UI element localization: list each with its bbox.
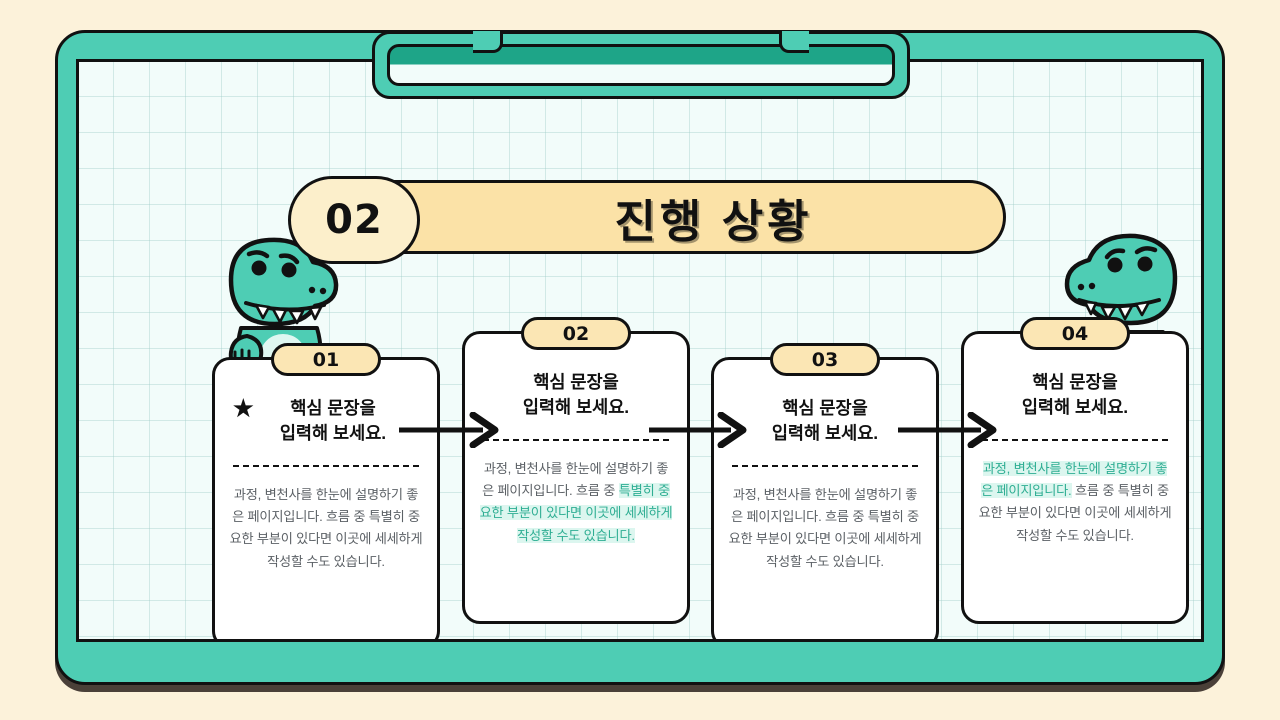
flow-arrow-1 bbox=[399, 411, 505, 449]
step-heading-02: 핵심 문장을 입력해 보세요. bbox=[465, 370, 687, 422]
step-badge-03: 03 bbox=[770, 343, 880, 376]
step-heading-03: 핵심 문장을 입력해 보세요. bbox=[714, 396, 936, 448]
step-badge-01: 01 bbox=[271, 343, 381, 376]
step-body-02: 과정, 변천사를 한눈에 설명하기 좋은 페이지입니다. 흐름 중 특별히 중요… bbox=[465, 458, 687, 547]
page-title: 진행 상황 bbox=[614, 195, 813, 247]
card-divider bbox=[483, 439, 669, 441]
body-plain-before: 과정, 변천사를 한눈에 설명하기 좋은 페이지입니다. 흐름 중 특별히 중요… bbox=[229, 487, 423, 569]
section-title-band: 02 진행 상황 bbox=[288, 176, 1006, 264]
section-number: 02 bbox=[325, 197, 383, 243]
card-divider bbox=[982, 439, 1168, 441]
flow-arrow-2 bbox=[649, 411, 753, 449]
step-heading-line1: 핵심 문장을 bbox=[290, 398, 376, 418]
step-heading-line2: 입력해 보세요. bbox=[279, 422, 387, 443]
step-body-01: 과정, 변천사를 한눈에 설명하기 좋은 페이지입니다. 흐름 중 특별히 중요… bbox=[215, 484, 437, 573]
body-plain-after: 흐름 중 특별히 중요한 부분이 있다면 이곳에 세세하게 작성할 수도 있습니… bbox=[978, 483, 1172, 543]
body-plain-before: 과정, 변천사를 한눈에 설명하기 좋은 페이지입니다. 흐름 중 bbox=[482, 461, 669, 499]
card-divider bbox=[732, 465, 918, 467]
clipboard-clip-inner bbox=[387, 44, 895, 86]
step-heading-04: 핵심 문장을 입력해 보세요. bbox=[964, 370, 1186, 422]
section-number-chip: 02 bbox=[288, 176, 420, 264]
step-body-04: 과정, 변천사를 한눈에 설명하기 좋은 페이지입니다. 흐름 중 특별히 중요… bbox=[964, 458, 1186, 547]
step-heading-line2: 입력해 보세요. bbox=[1021, 396, 1129, 417]
step-heading-01: ★ 핵심 문장을 입력해 보세요. bbox=[215, 396, 437, 448]
step-heading-line1: 핵심 문장을 bbox=[1032, 372, 1118, 392]
step-card-04[interactable]: 04 핵심 문장을 입력해 보세요. 과정, 변천사를 한눈에 설명하기 좋은 … bbox=[961, 317, 1189, 624]
step-heading-line1: 핵심 문장을 bbox=[533, 372, 619, 392]
step-card-02[interactable]: 02 핵심 문장을 입력해 보세요. 과정, 변천사를 한눈에 설명하기 좋은 … bbox=[462, 317, 690, 624]
step-heading-line2: 입력해 보세요. bbox=[771, 422, 879, 443]
clip-notch-right bbox=[779, 31, 809, 53]
clip-notch-left bbox=[473, 31, 503, 53]
step-badge-04: 04 bbox=[1020, 317, 1130, 350]
step-heading-line2: 입력해 보세요. bbox=[522, 396, 630, 417]
card-divider bbox=[233, 465, 419, 467]
grid-paper-surface: 02 진행 상황 bbox=[76, 59, 1204, 642]
flow-arrow-3 bbox=[898, 411, 1003, 449]
step-heading-line1: 핵심 문장을 bbox=[782, 398, 868, 418]
star-icon: ★ bbox=[233, 395, 254, 421]
step-card-03[interactable]: 03 핵심 문장을 입력해 보세요. 과정, 변천사를 한눈에 설명하기 좋은 … bbox=[711, 343, 939, 639]
clipboard-clip bbox=[372, 31, 910, 99]
step-badge-02: 02 bbox=[521, 317, 631, 350]
clipboard-frame: 02 진행 상황 bbox=[55, 30, 1225, 685]
step-body-03: 과정, 변천사를 한눈에 설명하기 좋은 페이지입니다. 흐름 중 특별히 중요… bbox=[714, 484, 936, 573]
step-card-01[interactable]: 01 ★ 핵심 문장을 입력해 보세요. 과정, 변천사를 한눈에 설명하기 좋… bbox=[212, 343, 440, 639]
body-plain-before: 과정, 변천사를 한눈에 설명하기 좋은 페이지입니다. 흐름 중 특별히 중요… bbox=[728, 487, 922, 569]
